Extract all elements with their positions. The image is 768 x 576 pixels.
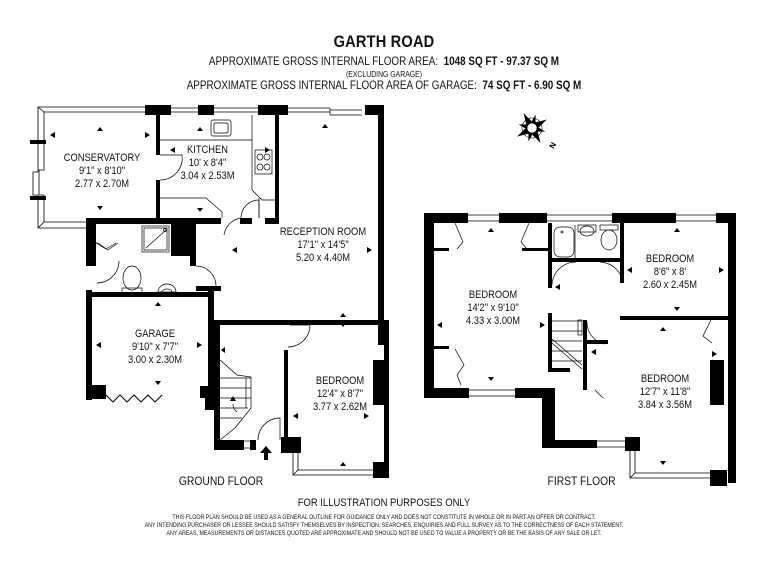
floor-area-value: 1048 SQ FT - 97.37 SQ M [443, 56, 560, 68]
room-kitchen: KITCHEN 10' x 8'4" 3.04 x 2.53M [171, 144, 243, 183]
room-dimensions-metric: 2.60 x 2.45M [642, 279, 698, 291]
room-dimensions-imperial: 12'7" x 11'8" [639, 386, 691, 398]
room-name: BEDROOM [645, 253, 695, 265]
floor-area-label: APPROXIMATE GROSS INTERNAL FLOOR AREA: [208, 56, 439, 68]
room-dimensions-metric: 5.20 x 4.40M [295, 252, 351, 264]
garage-area-line: APPROXIMATE GROSS INTERNAL FLOOR AREA OF… [54, 80, 714, 92]
illustration-notice: FOR ILLUSTRATION PURPOSES ONLY [297, 497, 471, 509]
room-dimensions-imperial: 9'1" x 8'10" [78, 165, 126, 177]
room-dimensions-metric: 3.84 x 3.56M [637, 399, 693, 411]
room-name: CONSERVATORY [63, 152, 141, 164]
room-reception: RECEPTION ROOM 17'1" x 14'5" 5.20 x 4.40… [276, 226, 370, 265]
room-dimensions-metric: 3.00 x 2.30M [127, 354, 183, 366]
room-bedroom-1: BEDROOM 14'2" x 9'10" 4.33 x 3.00M [455, 289, 532, 328]
compass-rose-icon [517, 113, 547, 143]
disclaimer-line: THIS FLOOR PLAN SHOULD BE USED AS A GENE… [172, 514, 596, 521]
room-bedroom-ground: BEDROOM 12'4" x 8'7" 3.77 x 2.62M [306, 375, 374, 414]
room-dimensions-imperial: 8'6" x 8' [653, 266, 687, 278]
room-bedroom-3: BEDROOM 12'7" x 11'8" 3.84 x 3.56M [627, 373, 704, 412]
room-conservatory: CONSERVATORY 9'1" x 8'10" 2.77 x 2.70M [60, 152, 145, 191]
room-garage: GARAGE 9'10" x 7'7" 3.00 x 2.30M [117, 328, 194, 367]
room-bedroom-2: BEDROOM 8'6" x 8' 2.60 x 2.45M [636, 253, 704, 292]
room-dimensions-imperial: 17'1" x 14'5" [297, 239, 349, 251]
room-name: BEDROOM [315, 375, 365, 387]
floor-area-line: APPROXIMATE GROSS INTERNAL FLOOR AREA: 1… [54, 56, 714, 68]
room-dimensions-imperial: 10' x 8'4" [188, 157, 227, 169]
garage-area-value: 74 SQ FT - 6.90 SQ M [482, 80, 582, 92]
disclaimer-line: ANY AREAS, MEASUREMENTS OR DISTANCES QUO… [166, 530, 602, 537]
room-dimensions-metric: 4.33 x 3.00M [465, 315, 521, 327]
compass-north-label: N [548, 141, 559, 151]
page-title: GARTH ROAD [333, 32, 435, 51]
room-dimensions-metric: 3.77 x 2.62M [312, 401, 368, 413]
room-dimensions-metric: 3.04 x 2.53M [180, 170, 235, 182]
room-dimensions-imperial: 9'10" x 7'7" [131, 341, 179, 353]
garage-area-label: APPROXIMATE GROSS INTERNAL FLOOR AREA OF… [186, 80, 477, 92]
room-dimensions-metric: 2.77 x 2.70M [74, 178, 130, 190]
room-dimensions-imperial: 12'4" x 8'7" [316, 388, 364, 400]
first-floor-label: FIRST FLOOR [547, 474, 616, 488]
room-name: BEDROOM [468, 289, 518, 301]
room-name: GARAGE [134, 328, 176, 340]
room-name: BEDROOM [640, 373, 690, 385]
ground-floor-label: GROUND FLOOR [178, 474, 264, 488]
room-name: KITCHEN [186, 144, 229, 156]
room-name: RECEPTION ROOM [279, 226, 367, 238]
floor-area-note: (EXCLUDING GARAGE) [345, 70, 423, 79]
conservatory-frame [32, 106, 155, 229]
room-dimensions-imperial: 14'2" x 9'10" [467, 302, 519, 314]
disclaimer-line: ANY INTENDING PURCHASER OR LESSEE SHOULD… [144, 522, 624, 529]
